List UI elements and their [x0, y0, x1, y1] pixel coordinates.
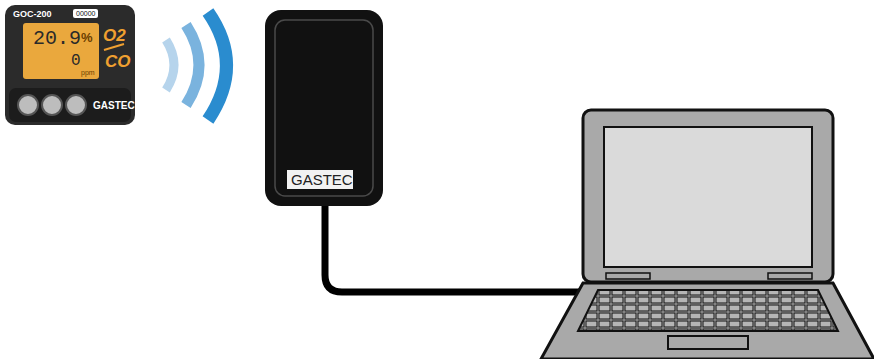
gas-divider [104, 44, 124, 50]
gas-detector: 20.9%0ppm GOC-200 00000O2CO GASTEC [5, 5, 135, 125]
laptop-trackpad [668, 336, 748, 349]
receiver-outline [275, 20, 373, 196]
display-reading: 0 [71, 53, 81, 69]
laptop-keyboard [578, 290, 838, 331]
laptop-screen [604, 127, 812, 267]
detector-button [42, 95, 62, 115]
wireless-wave [208, 12, 227, 120]
device-label: GASTEC [287, 170, 353, 189]
wireless-receiver: GASTEC [265, 10, 383, 206]
detector-body [5, 5, 135, 125]
detector-button [66, 95, 86, 115]
laptop-hinge [768, 273, 812, 279]
laptop-lid [583, 110, 833, 282]
laptop-base [541, 283, 874, 359]
display-reading: 20.9 [33, 29, 81, 49]
laptop-hinge [606, 273, 650, 279]
display-reading: ppm [81, 69, 95, 76]
detector-button [18, 95, 38, 115]
usb-cable [325, 200, 590, 292]
wireless-wave [166, 40, 174, 90]
display-panel: 20.9%0ppm [23, 23, 99, 79]
device-label: 00000 [73, 9, 98, 18]
device-label: GASTEC [93, 101, 135, 111]
display-reading: % [81, 31, 93, 44]
device-label: GOC-200 [13, 10, 52, 19]
device-label: O2 [103, 27, 126, 44]
receiver-body [265, 10, 383, 206]
wireless-wave [186, 25, 199, 105]
device-label: CO [105, 53, 131, 70]
